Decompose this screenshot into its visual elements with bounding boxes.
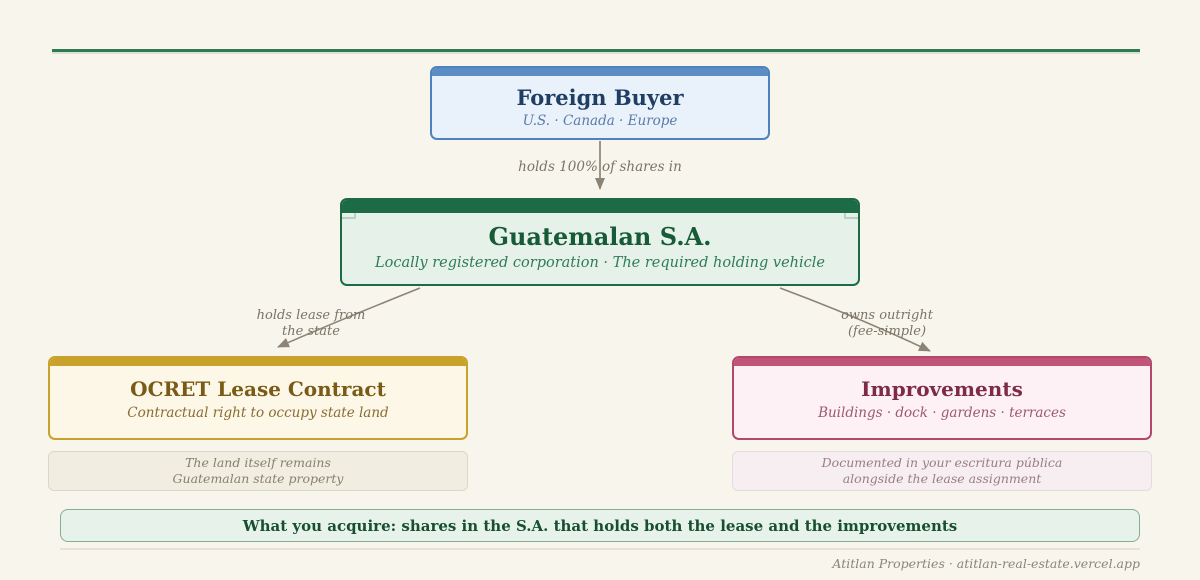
- edge-label-holds-lease-line1: holds lease from: [256, 308, 366, 323]
- edge-label-owns-outright-line1: owns outright: [841, 308, 933, 323]
- edge-label-owns-outright: owns outright (fee-simple): [841, 308, 933, 340]
- node-foreign-buyer-title: Foreign Buyer: [516, 85, 684, 110]
- node-improvements: Improvements Buildings · dock · gardens …: [732, 356, 1152, 440]
- node-improvements-subtitle: Buildings · dock · gardens · terraces: [818, 405, 1066, 421]
- note-lease: The land itself remains Guatemalan state…: [48, 451, 468, 491]
- corner-tick-right: [844, 213, 858, 219]
- node-ocret-lease-title: OCRET Lease Contract: [130, 377, 386, 401]
- node-guatemalan-sa-subtitle: Locally registered corporation · The req…: [375, 255, 825, 271]
- note-lease-line2: Guatemalan state property: [172, 471, 344, 486]
- node-ocret-lease-accent-bar: [50, 358, 466, 366]
- node-foreign-buyer-accent-bar: [432, 68, 768, 76]
- arrow-sa-to-improvements: [779, 287, 931, 352]
- summary-text: What you acquire: shares in the S.A. tha…: [242, 516, 958, 535]
- note-improvements: Documented in your escritura pública alo…: [732, 451, 1152, 491]
- node-foreign-buyer: Foreign Buyer U.S. · Canada · Europe: [430, 66, 770, 140]
- note-improvements-line1: Documented in your escritura pública: [821, 455, 1063, 470]
- node-guatemalan-sa: Guatemalan S.A. Locally registered corpo…: [340, 198, 860, 286]
- note-lease-line1: The land itself remains: [185, 455, 331, 470]
- corner-tick-left: [342, 213, 356, 219]
- edge-label-holds-shares: holds 100% of shares in: [518, 159, 682, 175]
- node-guatemalan-sa-title: Guatemalan S.A.: [488, 222, 712, 251]
- node-foreign-buyer-subtitle: U.S. · Canada · Europe: [522, 113, 678, 129]
- node-guatemalan-sa-accent-bar: [342, 200, 858, 213]
- edge-label-owns-outright-line2: (fee-simple): [847, 324, 927, 339]
- bottom-divider: [60, 548, 1140, 550]
- note-improvements-line2: alongside the lease assignment: [842, 471, 1042, 486]
- edge-label-holds-lease-line2: the state: [281, 324, 340, 339]
- footer-credit: Atitlan Properties · atitlan-real-estate…: [832, 556, 1140, 571]
- edge-label-holds-lease: holds lease from the state: [257, 308, 366, 340]
- top-rule: [52, 49, 1140, 52]
- node-improvements-title: Improvements: [861, 377, 1023, 401]
- arrow-sa-to-lease: [277, 287, 421, 348]
- node-ocret-lease: OCRET Lease Contract Contractual right t…: [48, 356, 468, 440]
- node-improvements-accent-bar: [734, 358, 1150, 366]
- node-ocret-lease-subtitle: Contractual right to occupy state land: [127, 405, 389, 421]
- summary-bar: What you acquire: shares in the S.A. tha…: [60, 509, 1140, 542]
